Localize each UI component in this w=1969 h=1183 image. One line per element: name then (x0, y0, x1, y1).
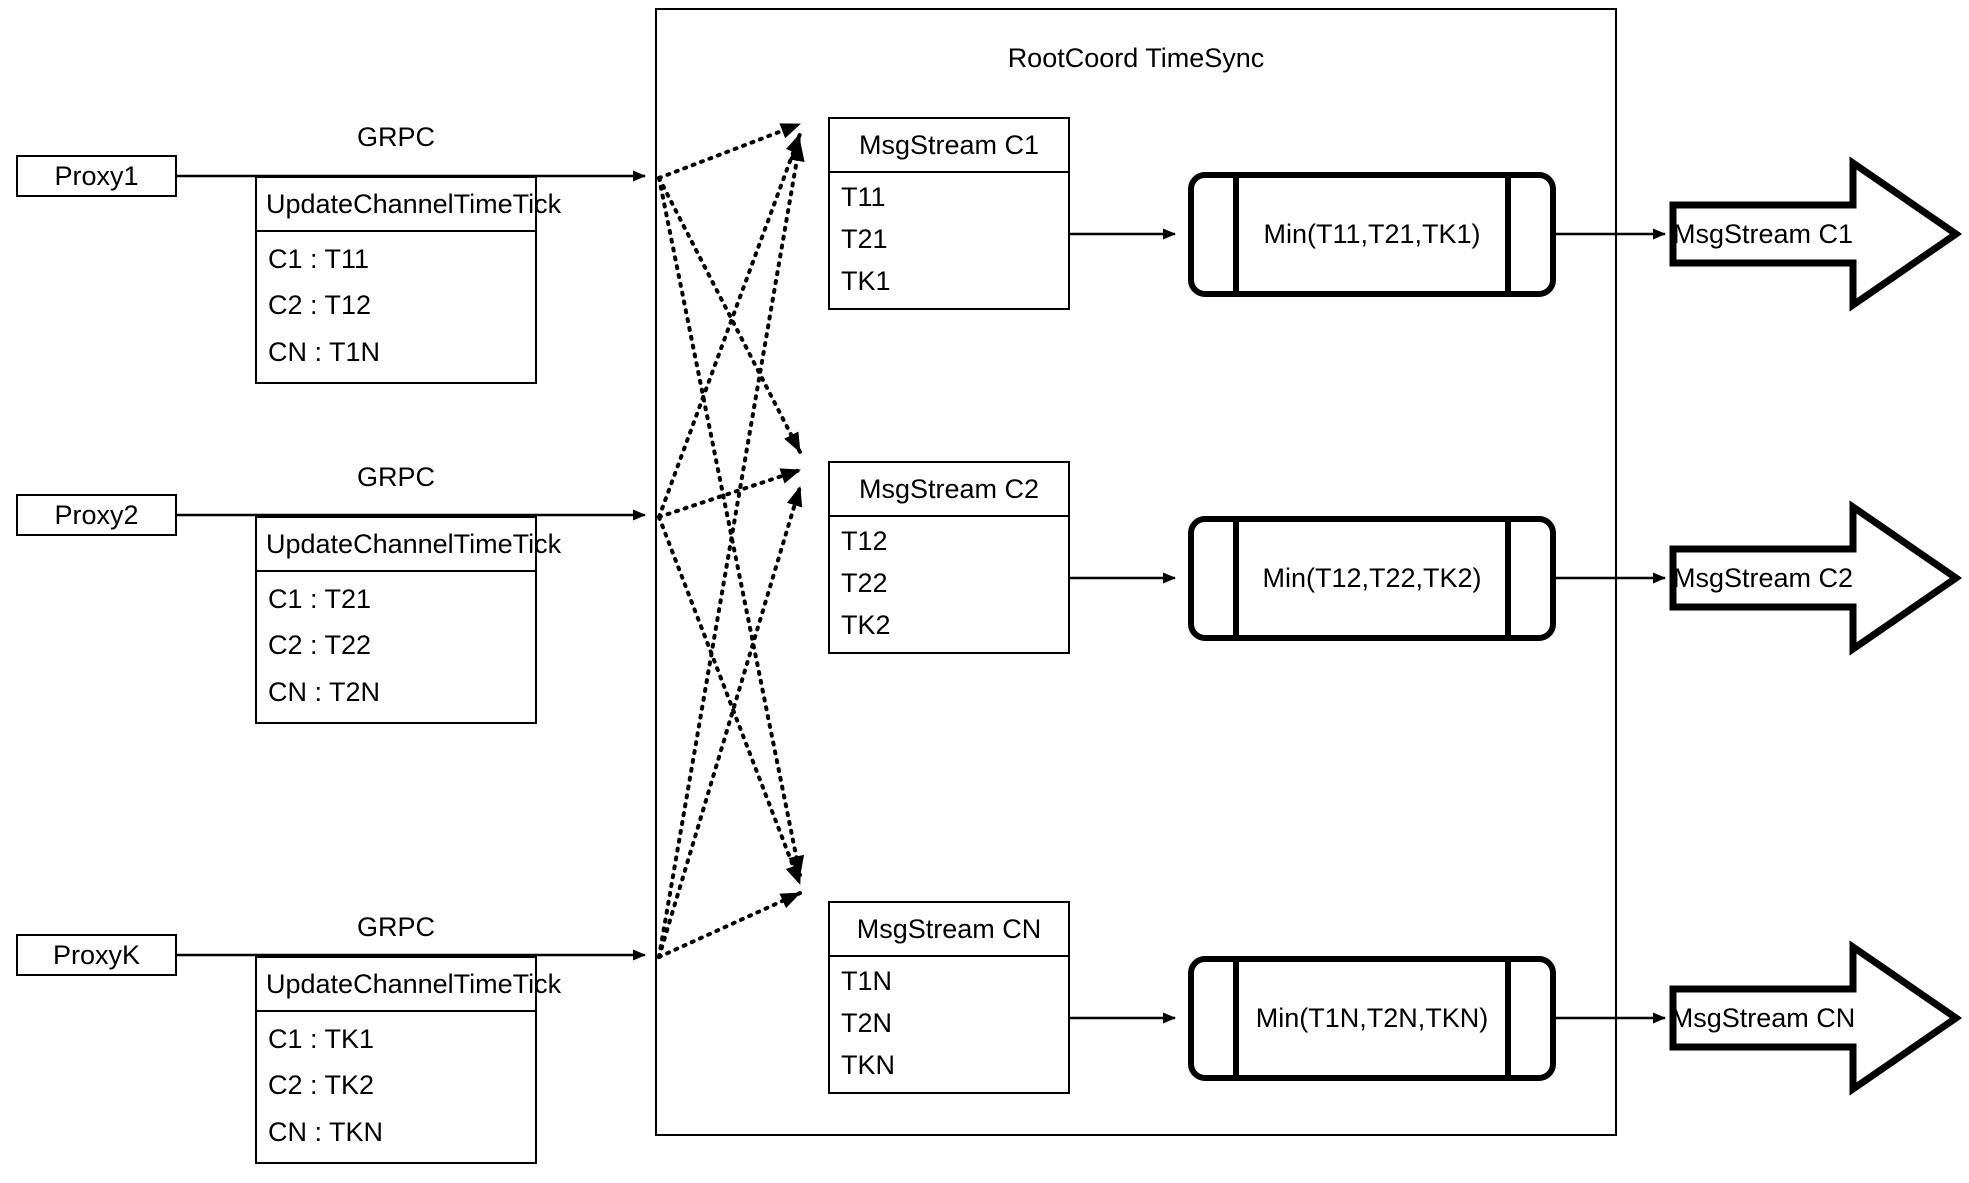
proxy-box-proxy1[interactable]: Proxy1 (16, 155, 177, 197)
table-row: C2 : T12 (268, 290, 372, 321)
update-channel-timetick-table-proxy1: UpdateChannelTimeTick C1 : T11 C2 : T12 … (255, 176, 561, 384)
proxy-box-proxy2[interactable]: Proxy2 (16, 494, 177, 536)
msgstream-body: T1N T2N TKN (830, 957, 1068, 1092)
table-row: CN : TKN (268, 1117, 384, 1148)
update-channel-timetick-table-proxy2: UpdateChannelTimeTick C1 : T21 C2 : T22 … (255, 516, 561, 724)
msgstream-box-c2: MsgStream C2 T12 T22 TK2 (828, 461, 1070, 654)
msgstream-header: MsgStream C1 (830, 119, 1068, 173)
list-item: T1N (841, 966, 893, 997)
output-blockarrow-c1: MsgStream C1 (1668, 155, 1963, 313)
proxy-label: Proxy2 (54, 499, 139, 530)
min-to-output-links (1556, 228, 1666, 1024)
list-item: T21 (841, 223, 888, 254)
block-arrow-shape (1669, 500, 1963, 656)
process-shape (1188, 172, 1556, 297)
table-row: C2 : T22 (268, 630, 372, 661)
min-process-c2: Min(T12,T22,TK2) (1188, 516, 1556, 641)
table-body: C1 : T11 C2 : T12 CN : T1N (257, 232, 535, 382)
list-item: TK2 (841, 609, 891, 640)
table-row: CN : T2N (268, 677, 381, 708)
output-blockarrow-cn: MsgStream CN (1668, 939, 1963, 1097)
min-process-c1: Min(T11,T21,TK1) (1188, 172, 1556, 297)
stream-to-min-links (1070, 228, 1176, 1024)
list-item: TKN (841, 1049, 895, 1080)
block-arrow-shape (1669, 156, 1963, 312)
timetick-dispatch-links (657, 122, 805, 959)
rootcoord-timesync-title: RootCoord TimeSync (1007, 43, 1265, 73)
table-header: UpdateChannelTimeTick (257, 518, 561, 572)
list-item: T11 (841, 182, 886, 213)
grpc-label-proxyk: GRPC (356, 912, 435, 942)
table-row: C1 : T21 (268, 583, 372, 614)
process-shape (1188, 516, 1556, 641)
msgstream-box-cn: MsgStream CN T1N T2N TKN (828, 901, 1070, 1094)
list-item: T12 (841, 526, 888, 557)
list-item: TK1 (841, 265, 891, 296)
msgstream-body: T11 T21 TK1 (830, 173, 1068, 308)
table-header: UpdateChannelTimeTick (257, 958, 561, 1012)
update-channel-timetick-table-proxyk: UpdateChannelTimeTick C1 : TK1 C2 : TK2 … (255, 956, 561, 1164)
msgstream-box-c1: MsgStream C1 T11 T21 TK1 (828, 117, 1070, 310)
table-row: CN : T1N (268, 337, 381, 368)
process-shape (1188, 956, 1556, 1081)
table-header: UpdateChannelTimeTick (257, 178, 561, 232)
proxy-box-proxyk[interactable]: ProxyK (16, 934, 177, 976)
list-item: T2N (841, 1007, 893, 1038)
grpc-label-proxy2: GRPC (356, 462, 435, 492)
proxy-label: Proxy1 (54, 160, 139, 191)
grpc-label-proxy1: GRPC (356, 122, 435, 152)
table-body: C1 : T21 C2 : T22 CN : T2N (257, 572, 535, 722)
output-blockarrow-c2: MsgStream C2 (1668, 499, 1963, 657)
msgstream-header: MsgStream C2 (830, 463, 1068, 517)
table-row: C2 : TK2 (268, 1070, 375, 1101)
table-body: C1 : TK1 C2 : TK2 CN : TKN (257, 1012, 535, 1162)
msgstream-body: T12 T22 TK2 (830, 517, 1068, 652)
msgstream-header: MsgStream CN (830, 903, 1068, 957)
proxy-label: ProxyK (52, 939, 141, 970)
table-row: C1 : T11 (268, 243, 370, 274)
list-item: T22 (841, 567, 888, 598)
min-process-cn: Min(T1N,T2N,TKN) (1188, 956, 1556, 1081)
table-row: C1 : TK1 (268, 1023, 375, 1054)
rootcoord-timesync-container (655, 8, 1617, 1136)
block-arrow-shape (1669, 940, 1963, 1096)
